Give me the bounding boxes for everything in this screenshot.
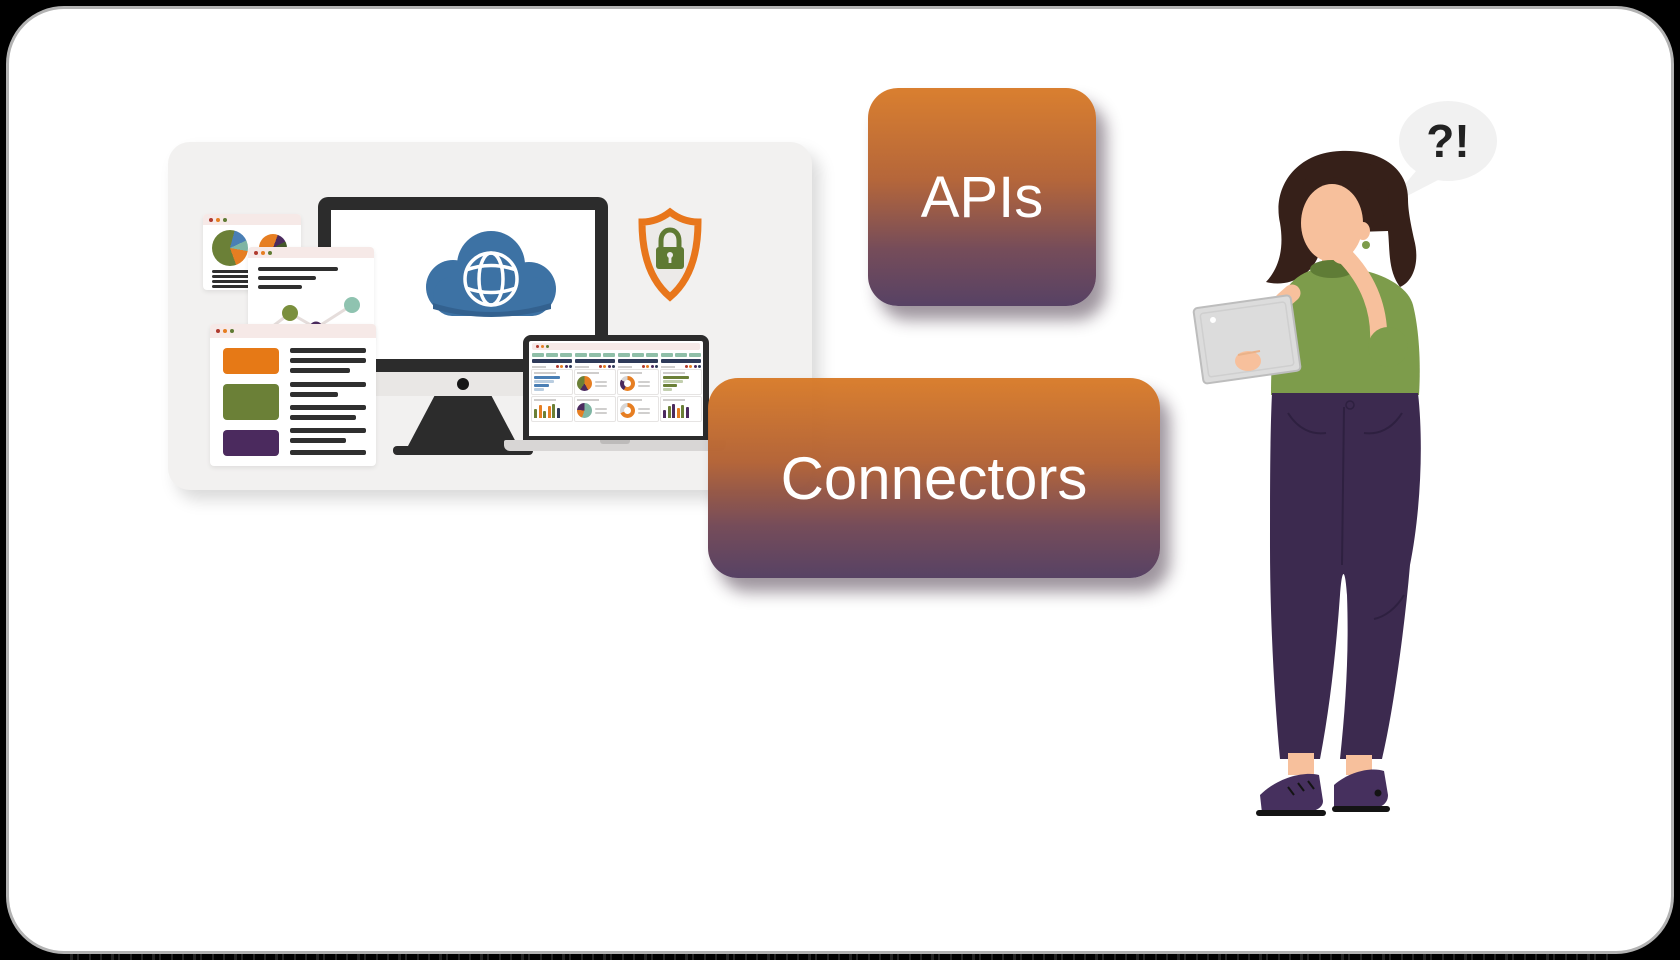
hair-fringe <box>1300 156 1389 217</box>
window-dot-green <box>268 250 272 255</box>
green-block <box>223 384 279 420</box>
sleeve <box>1368 327 1408 367</box>
earring <box>1362 241 1370 249</box>
dashboard-column <box>618 353 658 424</box>
dashboard-column <box>532 353 572 424</box>
bar-chart-icon <box>661 397 701 421</box>
dashboard <box>529 341 703 426</box>
window-dot-red <box>216 329 220 333</box>
pie-chart-icon <box>212 230 248 266</box>
laptop-base <box>504 440 726 451</box>
ear <box>1356 222 1370 240</box>
orange-block <box>223 348 279 374</box>
cloud-globe-icon <box>426 231 556 317</box>
dashboard-titlebar <box>532 343 700 350</box>
shoes <box>1256 769 1390 816</box>
illustration-card <box>168 142 812 490</box>
bar-chart-icon <box>532 370 572 394</box>
thinking-woman-illustration: ?! <box>1120 95 1510 820</box>
left-hand <box>1235 351 1261 371</box>
speech-bubble-text: ?! <box>1426 115 1469 167</box>
window-dot-orange <box>261 250 265 255</box>
monitor-stand <box>408 396 518 446</box>
window-titlebar <box>210 324 376 338</box>
window-titlebar <box>203 214 301 225</box>
browser-window-content <box>210 324 376 466</box>
bar-chart-icon <box>661 370 701 394</box>
tablet <box>1192 294 1302 385</box>
window-dot-orange <box>216 217 220 222</box>
monitor-base <box>393 446 533 455</box>
window-titlebar <box>248 247 374 258</box>
dashboard-column <box>661 353 701 424</box>
donut-chart-icon <box>618 370 658 394</box>
padlock-icon <box>656 227 684 269</box>
clipped-watermark-strip <box>70 954 1610 960</box>
purple-block <box>223 430 279 456</box>
window-dot-red <box>209 217 213 222</box>
globe-icon <box>463 251 519 307</box>
window-dot-orange <box>223 329 227 333</box>
window-dot-green <box>223 217 227 222</box>
bar-chart-icon <box>532 397 572 421</box>
monitor-power-dot <box>457 378 469 390</box>
ankle <box>1346 755 1372 775</box>
donut-chart-icon <box>618 397 658 421</box>
window-dot-green <box>230 329 234 333</box>
connectors-label: Connectors <box>780 444 1088 512</box>
speech-bubble: ?! <box>1386 101 1497 207</box>
dashboard-column <box>575 353 615 424</box>
pie-chart-icon <box>575 370 615 394</box>
pie-chart-icon <box>575 397 615 421</box>
dashboard-grid <box>532 353 701 424</box>
laptop-screen <box>523 335 709 442</box>
pants <box>1270 393 1421 759</box>
shield-lock-icon <box>638 207 702 302</box>
apis-button[interactable]: APIs <box>868 88 1096 306</box>
ankle <box>1288 753 1314 775</box>
apis-label: APIs <box>920 164 1044 230</box>
window-dot-red <box>254 250 258 255</box>
connectors-button[interactable]: Connectors <box>708 378 1160 578</box>
